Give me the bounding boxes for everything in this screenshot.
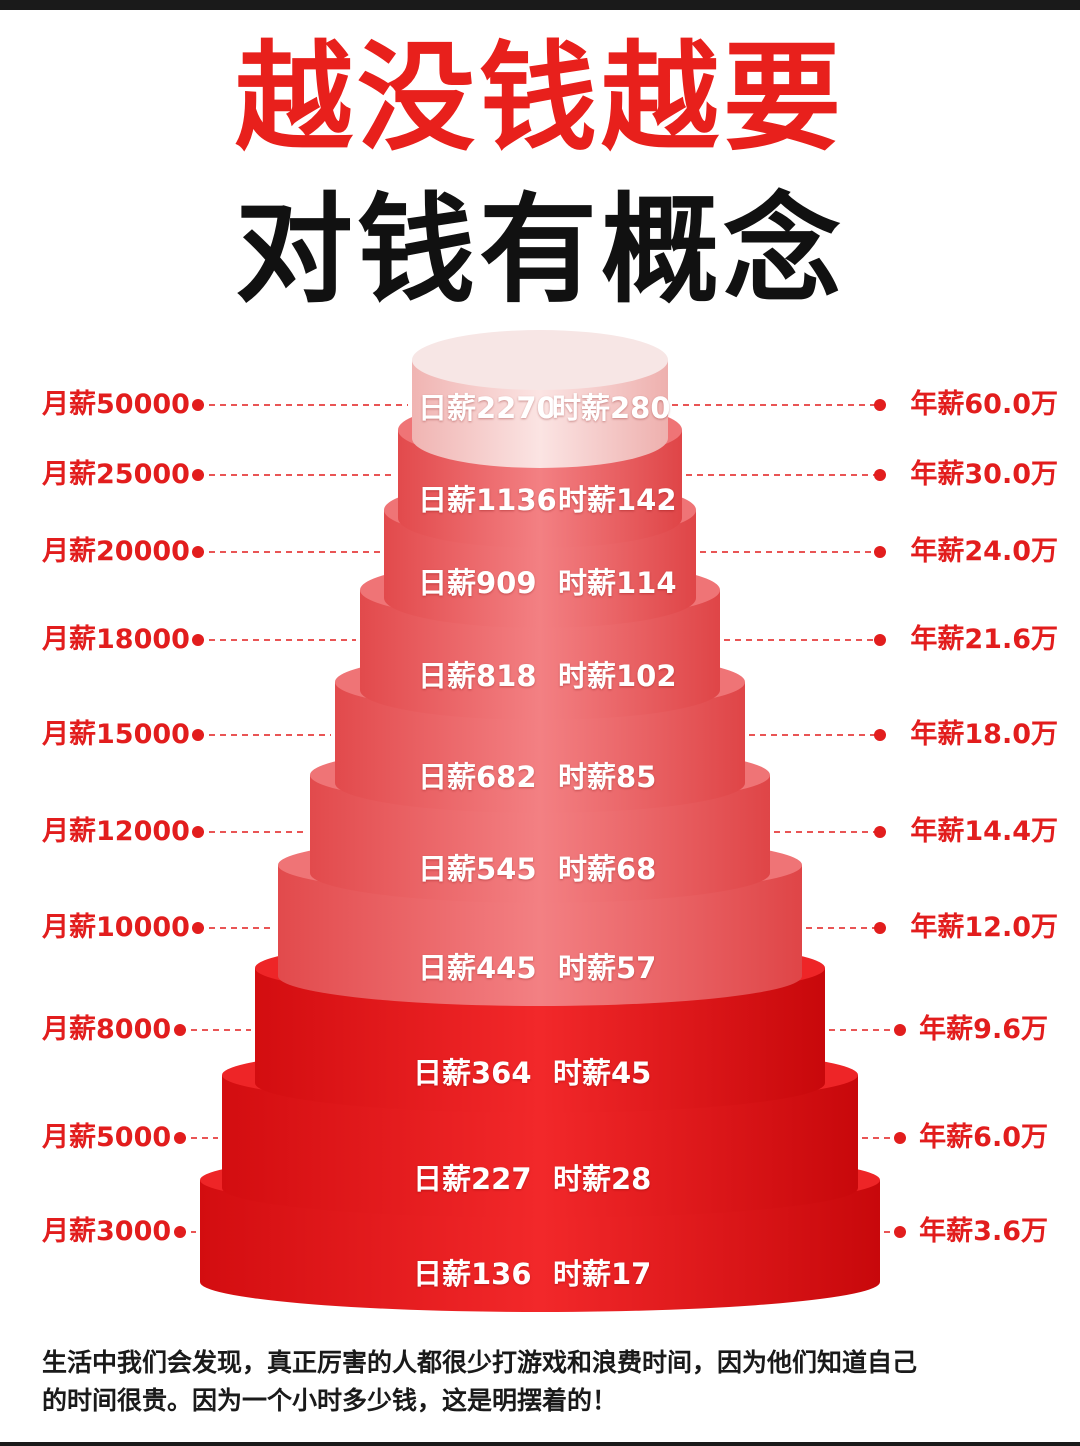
guide-dot-right	[874, 826, 886, 838]
hourly-wage-label: 时薪28	[553, 1162, 652, 1196]
tier-top	[412, 330, 668, 390]
guide-dot-left	[192, 399, 204, 411]
annual-salary-label: 年薪30.0万	[910, 459, 1058, 490]
hourly-wage-label: 时薪45	[553, 1056, 652, 1090]
tier-body	[222, 1075, 858, 1218]
footer-text: 生活中我们会发现，真正厉害的人都很少打游戏和浪费时间，因为他们知道自己 的时间很…	[42, 1344, 1042, 1420]
guide-dot-left	[192, 826, 204, 838]
guide-dot-right	[874, 634, 886, 646]
hourly-wage-label: 时薪68	[558, 852, 657, 886]
tier-body	[255, 968, 825, 1113]
title-line-1: 越没钱越要	[234, 29, 845, 167]
daily-wage-label: 日薪445	[418, 951, 537, 985]
guide-dot-left	[192, 922, 204, 934]
hourly-wage-label: 时薪280	[552, 391, 671, 425]
top-border	[0, 0, 1080, 10]
monthly-salary-label: 月薪18000	[42, 624, 190, 655]
monthly-salary-label: 月薪5000	[42, 1122, 172, 1153]
annual-salary-label: 年薪60.0万	[910, 389, 1058, 420]
hourly-wage-label: 时薪85	[558, 760, 657, 794]
footer-line-1: 生活中我们会发现，真正厉害的人都很少打游戏和浪费时间，因为他们知道自己	[42, 1348, 918, 1377]
salary-cake-diagram	[174, 330, 906, 1312]
daily-wage-label: 日薪909	[418, 566, 537, 600]
hourly-wage-label: 时薪17	[553, 1257, 652, 1291]
daily-wage-label: 日薪2270	[418, 391, 557, 425]
monthly-salary-label: 月薪20000	[42, 536, 190, 567]
annual-salary-label: 年薪6.0万	[919, 1122, 1048, 1153]
monthly-salary-label: 月薪25000	[42, 459, 190, 490]
guide-dot-right	[874, 729, 886, 741]
annual-salary-label: 年薪14.4万	[910, 816, 1058, 847]
guide-dot-right	[894, 1132, 906, 1144]
cake-tier	[412, 330, 668, 468]
guide-dot-left	[192, 546, 204, 558]
guide-dot-right	[894, 1226, 906, 1238]
hourly-wage-label: 时薪114	[558, 566, 677, 600]
daily-wage-label: 日薪227	[413, 1162, 532, 1196]
bottom-border	[0, 1442, 1080, 1446]
guide-dot-left	[192, 634, 204, 646]
guide-dot-right	[874, 469, 886, 481]
annual-salary-label: 年薪9.6万	[919, 1014, 1048, 1045]
monthly-salary-label: 月薪10000	[42, 912, 190, 943]
daily-wage-label: 日薪682	[418, 760, 537, 794]
daily-wage-label: 日薪545	[418, 852, 537, 886]
guide-dot-left	[174, 1226, 186, 1238]
annual-salary-label: 年薪24.0万	[910, 536, 1058, 567]
tier-body	[278, 865, 802, 1006]
footer-line-2: 的时间很贵。因为一个小时多少钱，这是明摆着的！	[42, 1386, 618, 1415]
tier-body	[412, 360, 668, 468]
annual-salary-label: 年薪18.0万	[910, 719, 1058, 750]
guide-dot-right	[874, 546, 886, 558]
tier-body	[335, 682, 745, 813]
guide-dot-right	[874, 922, 886, 934]
daily-wage-label: 日薪364	[413, 1056, 532, 1090]
annual-salary-label: 年薪21.6万	[910, 624, 1058, 655]
monthly-salary-label: 月薪15000	[42, 719, 190, 750]
guide-dot-left	[192, 729, 204, 741]
title-line-2: 对钱有概念	[234, 181, 845, 319]
hourly-wage-label: 时薪142	[558, 483, 677, 517]
daily-wage-label: 日薪1136	[418, 483, 557, 517]
annual-salary-label: 年薪12.0万	[910, 912, 1058, 943]
daily-wage-label: 日薪818	[418, 659, 537, 693]
annual-salary-label: 年薪3.6万	[919, 1216, 1048, 1247]
hourly-wage-label: 时薪102	[558, 659, 677, 693]
tier-body	[360, 590, 720, 720]
guide-dot-left	[174, 1024, 186, 1036]
hourly-wage-label: 时薪57	[558, 951, 657, 985]
guide-dot-left	[174, 1132, 186, 1144]
monthly-salary-label: 月薪50000	[42, 389, 190, 420]
monthly-salary-label: 月薪12000	[42, 816, 190, 847]
monthly-salary-label: 月薪8000	[42, 1014, 172, 1045]
daily-wage-label: 日薪136	[413, 1257, 532, 1291]
monthly-salary-label: 月薪3000	[42, 1216, 172, 1247]
guide-dot-left	[192, 469, 204, 481]
guide-dot-right	[874, 399, 886, 411]
guide-dot-right	[894, 1024, 906, 1036]
